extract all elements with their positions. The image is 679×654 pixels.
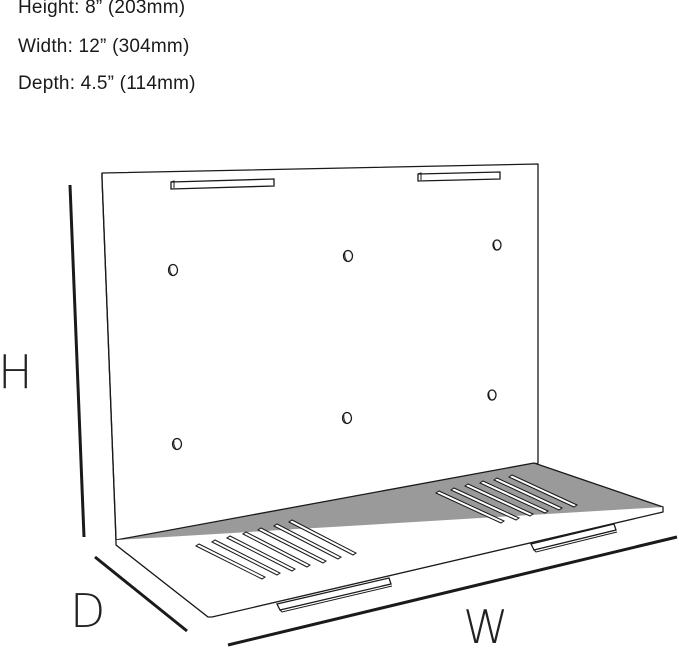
width-label: W [463,600,509,654]
shelf-front-edge [115,507,664,618]
spec-depth: Depth: 4.5” (114mm) [18,73,196,94]
shelf-foot-right [530,523,618,553]
height-label: H [0,345,33,399]
spec-height: Height: 8” (203mm) [18,0,186,18]
mounting-slot-left [170,178,275,190]
depth-label: D [70,584,106,638]
vent-slots-right [434,474,579,524]
depth-dimension-line [94,555,188,633]
spec-width: Width: 12” (304mm) [18,36,190,57]
height-dimension-line [68,184,86,538]
vent-slots-left [195,519,357,580]
mounting-slot-right [417,171,501,182]
shelf-foot-left [276,577,393,613]
back-panel-edge [101,173,117,541]
width-dimension-line [227,535,678,647]
specifications-block: Height: 8” (203mm) Width: 12” (304mm) De… [18,0,196,111]
